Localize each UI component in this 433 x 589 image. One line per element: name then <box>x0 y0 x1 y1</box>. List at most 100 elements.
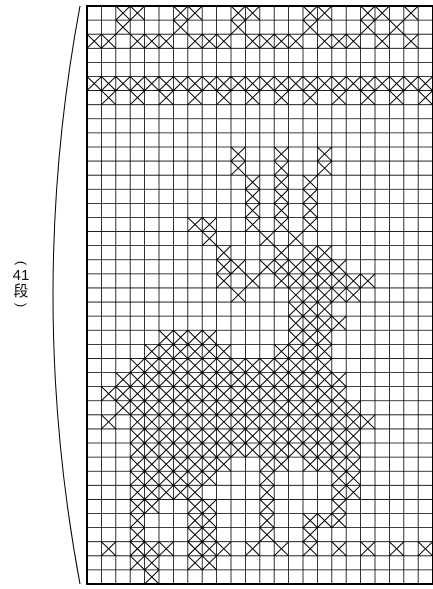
cross-mark <box>404 6 418 20</box>
cross-mark <box>332 34 346 48</box>
cross-mark <box>159 457 173 471</box>
cross-mark <box>188 457 202 471</box>
cross-mark <box>217 91 231 105</box>
cross-mark <box>231 401 245 415</box>
cross-mark <box>145 457 159 471</box>
cross-mark <box>361 91 375 105</box>
cross-mark <box>303 217 317 231</box>
cross-mark <box>130 528 144 542</box>
cross-mark <box>317 147 331 161</box>
cross-mark <box>303 443 317 457</box>
cross-mark <box>202 34 216 48</box>
cross-mark <box>332 429 346 443</box>
cross-mark <box>274 175 288 189</box>
cross-mark <box>87 76 101 90</box>
cross-mark <box>231 429 245 443</box>
cross-mark <box>202 514 216 528</box>
cross-mark <box>101 415 115 429</box>
cross-mark <box>332 373 346 387</box>
cross-mark <box>159 330 173 344</box>
cross-mark <box>145 542 159 556</box>
cross-mark <box>245 203 259 217</box>
cross-mark <box>375 76 389 90</box>
cross-mark <box>245 217 259 231</box>
cross-mark <box>173 358 187 372</box>
cross-mark <box>245 189 259 203</box>
cross-mark <box>231 20 245 34</box>
cross-mark <box>260 232 274 246</box>
cross-mark <box>145 34 159 48</box>
cross-mark <box>303 260 317 274</box>
row-count-paren-close: ) <box>16 290 26 320</box>
cross-mark <box>245 175 259 189</box>
cross-mark <box>303 91 317 105</box>
cross-mark <box>130 485 144 499</box>
cross-mark <box>303 6 317 20</box>
cross-mark <box>145 443 159 457</box>
cross-mark <box>173 6 187 20</box>
cross-mark <box>188 217 202 231</box>
cross-mark <box>274 147 288 161</box>
cross-mark <box>289 330 303 344</box>
cross-mark <box>173 387 187 401</box>
cross-mark <box>317 260 331 274</box>
cross-mark <box>173 443 187 457</box>
cross-mark <box>274 203 288 217</box>
cross-mark <box>332 542 346 556</box>
cross-mark <box>202 217 216 231</box>
cross-mark <box>389 20 403 34</box>
cross-mark <box>130 457 144 471</box>
cross-mark <box>317 457 331 471</box>
cross-mark <box>101 34 115 48</box>
cross-mark <box>159 387 173 401</box>
cross-mark <box>217 443 231 457</box>
cross-mark <box>130 542 144 556</box>
cross-mark <box>260 514 274 528</box>
cross-mark <box>130 6 144 20</box>
cross-mark <box>317 288 331 302</box>
cross-mark <box>130 499 144 513</box>
cross-mark <box>245 358 259 372</box>
cross-mark <box>231 358 245 372</box>
cross-mark <box>245 542 259 556</box>
cross-mark <box>274 161 288 175</box>
cross-mark <box>231 415 245 429</box>
cross-mark <box>274 274 288 288</box>
cross-mark <box>303 528 317 542</box>
cross-mark <box>130 91 144 105</box>
cross-mark <box>332 316 346 330</box>
cross-mark <box>303 415 317 429</box>
cross-mark <box>289 288 303 302</box>
cross-mark <box>260 373 274 387</box>
cross-mark <box>159 34 173 48</box>
cross-mark <box>346 274 360 288</box>
cross-mark <box>317 401 331 415</box>
cross-mark <box>173 373 187 387</box>
cross-mark <box>260 485 274 499</box>
cross-mark <box>289 34 303 48</box>
cross-mark <box>116 387 130 401</box>
cross-mark <box>303 387 317 401</box>
cross-mark <box>260 457 274 471</box>
cross-mark <box>303 76 317 90</box>
cross-mark <box>130 443 144 457</box>
cross-mark <box>260 401 274 415</box>
cross-mark <box>289 344 303 358</box>
cross-mark <box>303 175 317 189</box>
cross-mark <box>159 344 173 358</box>
cross-mark <box>245 401 259 415</box>
cross-mark <box>303 288 317 302</box>
cross-mark <box>260 34 274 48</box>
cross-mark <box>231 288 245 302</box>
cross-mark <box>274 34 288 48</box>
cross-mark <box>145 485 159 499</box>
cross-mark <box>332 274 346 288</box>
cross-mark <box>332 260 346 274</box>
cross-mark <box>303 302 317 316</box>
cross-mark <box>274 542 288 556</box>
cross-mark <box>245 387 259 401</box>
row-count-bracket <box>53 6 80 584</box>
cross-mark <box>116 20 130 34</box>
cross-mark <box>159 373 173 387</box>
cross-mark <box>274 260 288 274</box>
